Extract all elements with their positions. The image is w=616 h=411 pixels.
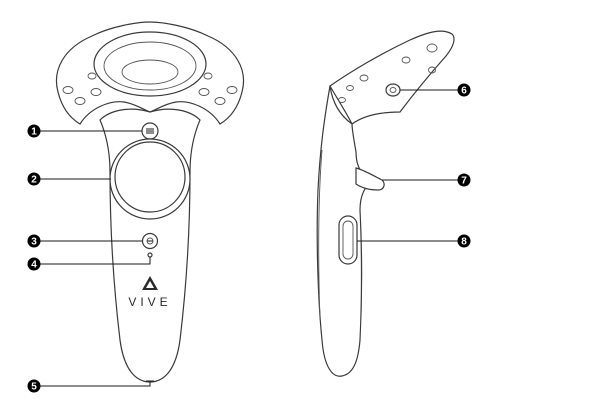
callout-marker-5: 5 <box>27 379 41 393</box>
side-sensor-dimples <box>338 43 438 103</box>
callout-number: 8 <box>461 237 467 248</box>
side-grip-edge <box>318 149 323 321</box>
trigger[interactable] <box>355 167 385 191</box>
callout-marker-1: 1 <box>27 124 41 138</box>
callout-marker-4: 4 <box>27 257 41 271</box>
callout-marker-7: 7 <box>457 173 471 187</box>
tracking-sensor <box>385 83 401 97</box>
ring-inner <box>103 41 197 91</box>
callout-circle <box>457 234 471 248</box>
callout-markers: 1 2 3 4 5 6 7 8 <box>27 83 471 393</box>
front-view-controller: VIVE <box>56 21 244 383</box>
callout-circle <box>27 379 41 393</box>
callout-circle <box>27 234 41 248</box>
callout-circle <box>27 172 41 186</box>
status-light <box>147 252 153 258</box>
callout-number: 7 <box>461 176 467 187</box>
trackpad[interactable] <box>114 141 186 213</box>
leader-lines <box>40 89 458 387</box>
callout-circle <box>27 124 41 138</box>
callout-number: 5 <box>31 382 37 393</box>
callout-marker-2: 2 <box>27 172 41 186</box>
menu-button[interactable] <box>141 122 159 140</box>
system-button[interactable] <box>141 232 159 250</box>
callout-circle <box>27 257 41 271</box>
ring-center <box>121 59 179 85</box>
side-view-controller <box>316 30 455 377</box>
grip-button[interactable] <box>338 215 358 265</box>
callout-number: 2 <box>31 175 37 186</box>
ring-inner-outer <box>93 31 207 97</box>
callout-number: 4 <box>31 260 37 271</box>
callout-marker-3: 3 <box>27 234 41 248</box>
callout-circle <box>457 83 471 97</box>
callout-marker-6: 6 <box>457 83 471 97</box>
callout-number: 6 <box>461 86 467 97</box>
vive-logo-icon <box>142 276 158 290</box>
callout-number: 1 <box>31 127 37 138</box>
callout-marker-8: 8 <box>457 234 471 248</box>
sensor-dimples <box>62 72 238 105</box>
callout-number: 3 <box>31 237 37 248</box>
vive-wordmark: VIVE <box>128 295 171 309</box>
callout-circle <box>457 173 471 187</box>
